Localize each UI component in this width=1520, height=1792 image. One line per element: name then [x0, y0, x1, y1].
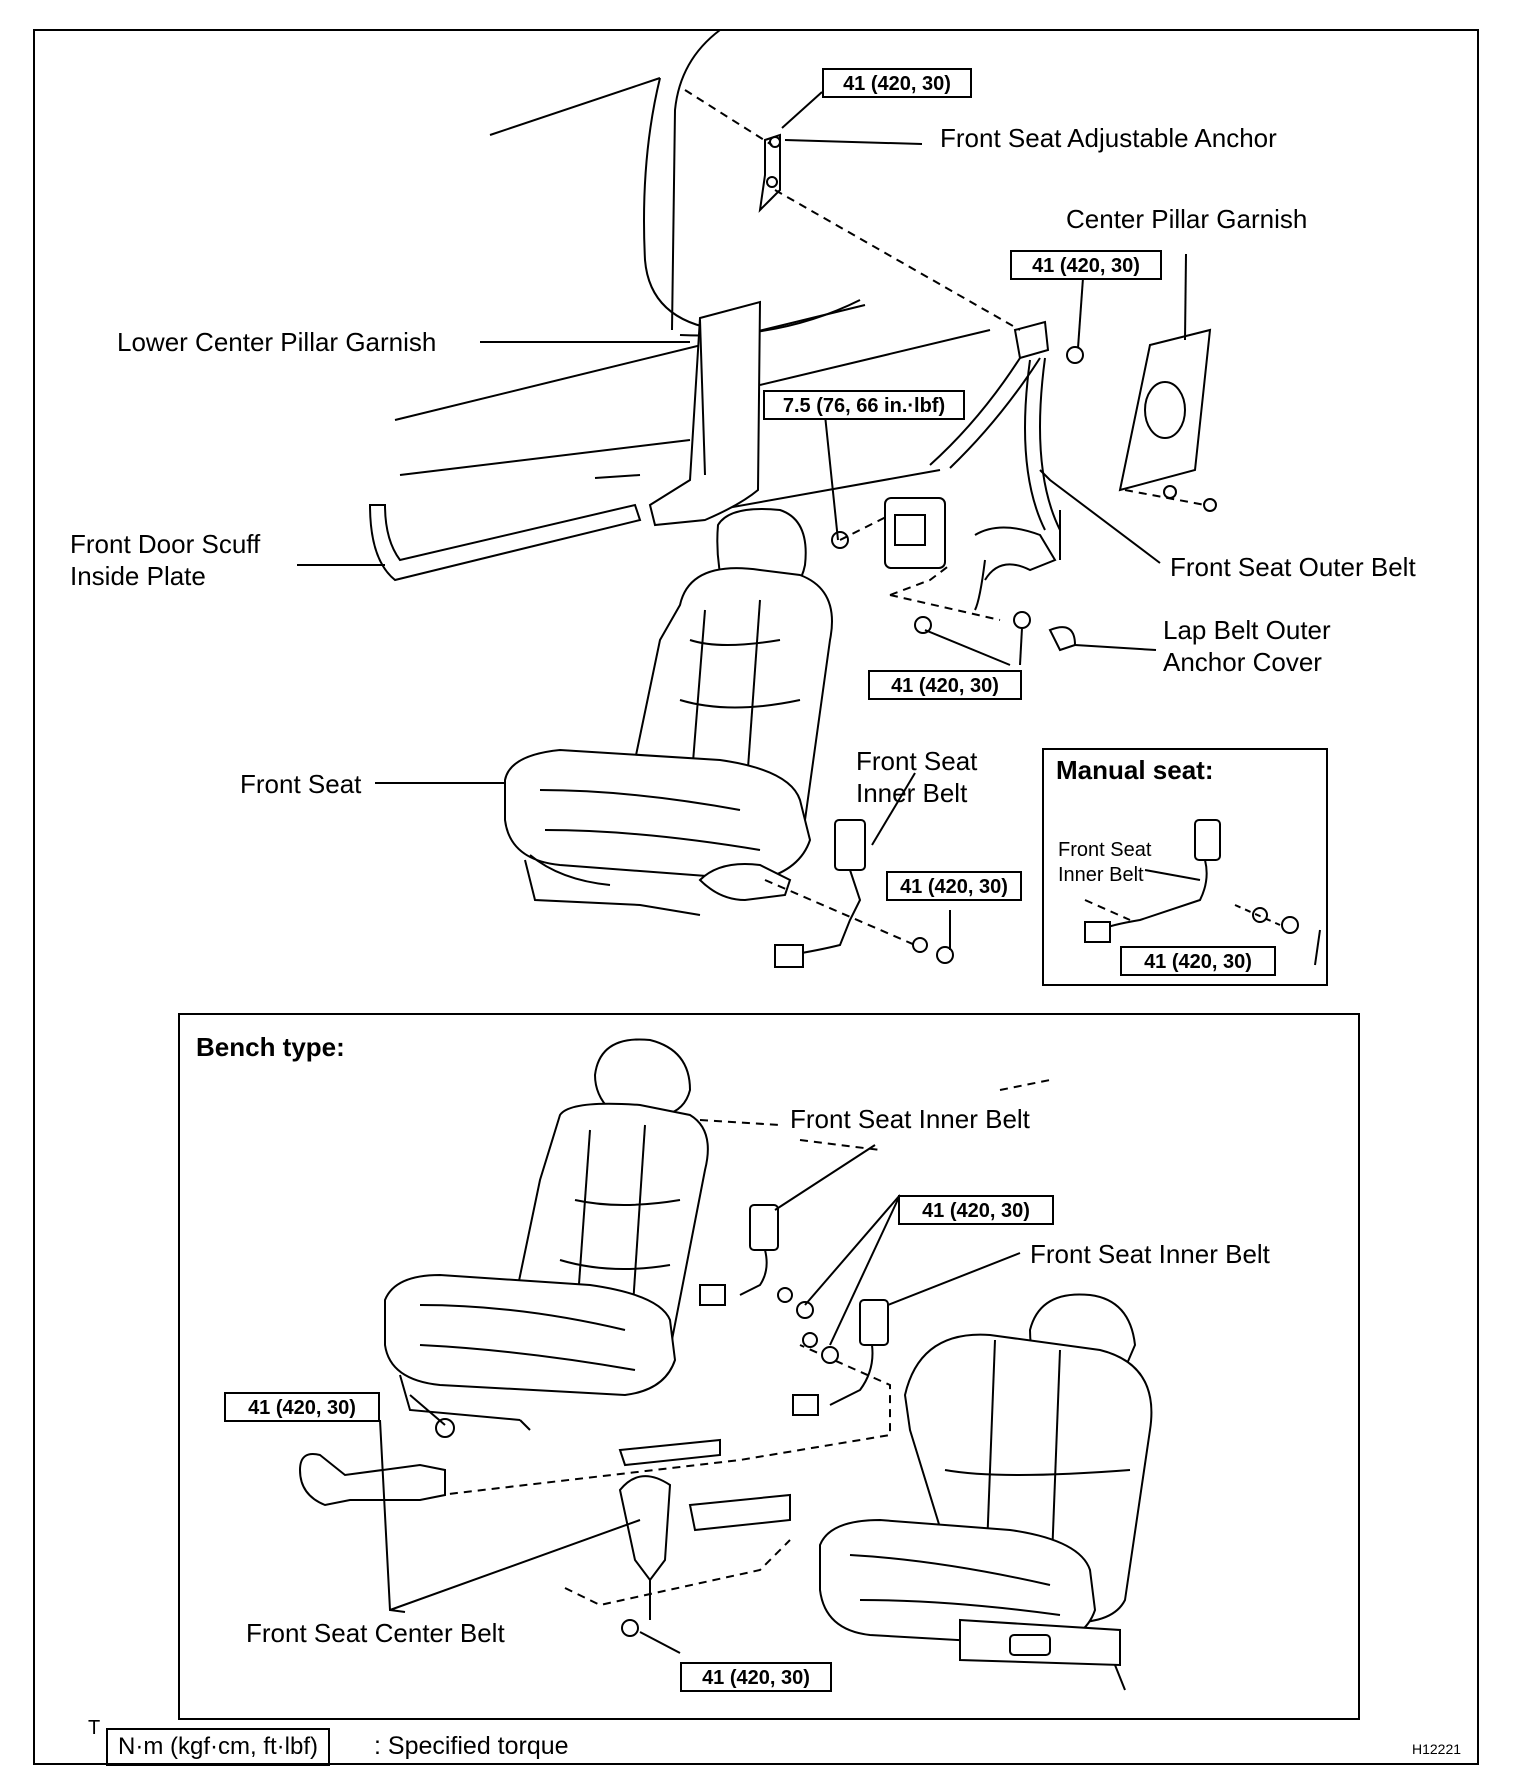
- manual-seat-title: Manual seat:: [1056, 755, 1214, 785]
- legend-marker: T: [88, 1717, 101, 1739]
- inner-belt-shape: [774, 819, 954, 968]
- adjustable-anchor-shape: [758, 133, 781, 213]
- torque-manual-inner: 41 (420, 30): [1120, 946, 1276, 976]
- torque-lap-anchor: 41 (420, 30): [868, 670, 1022, 700]
- bench-left-seat-shape: [384, 1038, 709, 1431]
- bench-right-seat-shape: [819, 1293, 1153, 1691]
- torque-anchor-top: 41 (420, 30): [822, 68, 972, 98]
- legend-unit-box: N·m (kgf·cm, ft·lbf): [106, 1728, 330, 1766]
- torque-pillar-nut: 41 (420, 30): [1010, 250, 1162, 280]
- bench-leader-lines: [379, 1144, 1021, 1654]
- torque-retractor: 7.5 (76, 66 in.·lbf): [763, 390, 965, 420]
- torque-bench-center-bottom: 41 (420, 30): [680, 1662, 832, 1692]
- scuff-plate-shape: [368, 503, 642, 582]
- manual-seat-inset: [1042, 748, 1328, 986]
- label-front-seat: Front Seat: [240, 769, 362, 799]
- label-bench-front-seat-inner-belt-2: Front Seat Inner Belt: [1030, 1239, 1270, 1269]
- bench-type-title: Bench type:: [196, 1032, 345, 1062]
- label-bench-front-seat-inner-belt-1: Front Seat Inner Belt: [790, 1104, 1030, 1134]
- label-front-seat-center-belt: Front Seat Center Belt: [246, 1618, 505, 1648]
- torque-inner-belt: 41 (420, 30): [886, 871, 1022, 901]
- torque-bench-center-left: 41 (420, 30): [224, 1392, 380, 1422]
- label-lap-belt-outer-anchor-cover: Lap Belt Outer Anchor Cover: [1163, 615, 1331, 677]
- front-seat-shape: [504, 508, 833, 916]
- leader-lines: [297, 91, 1187, 950]
- label-lower-center-pillar-garnish: Lower Center Pillar Garnish: [117, 327, 437, 357]
- label-front-door-scuff-inside-plate: Front Door Scuff Inside Plate: [70, 529, 261, 591]
- dashed-lines: [429, 89, 1206, 1607]
- legend-text: : Specified torque: [374, 1732, 569, 1760]
- lower-center-pillar-garnish-shape: [648, 300, 762, 527]
- bench-type-inset: [178, 1013, 1360, 1720]
- figure-id: H12221: [1412, 1741, 1462, 1757]
- manual-seat-inset-parts: [1084, 819, 1321, 966]
- label-manual-front-seat-inner-belt: Front Seat Inner Belt: [1058, 839, 1152, 886]
- label-front-seat-outer-belt: Front Seat Outer Belt: [1170, 552, 1416, 582]
- bench-belts-shape: [298, 1204, 889, 1637]
- label-front-seat-adjustable-anchor: Front Seat Adjustable Anchor: [940, 123, 1277, 153]
- outer-belt-shape: [884, 320, 1061, 611]
- page-frame: [33, 29, 1479, 1765]
- label-center-pillar-garnish: Center Pillar Garnish: [1066, 204, 1308, 234]
- center-pillar-garnish-shape: [1118, 328, 1217, 512]
- torque-bench-inner: 41 (420, 30): [898, 1195, 1054, 1225]
- label-front-seat-inner-belt: Front Seat Inner Belt: [856, 746, 978, 808]
